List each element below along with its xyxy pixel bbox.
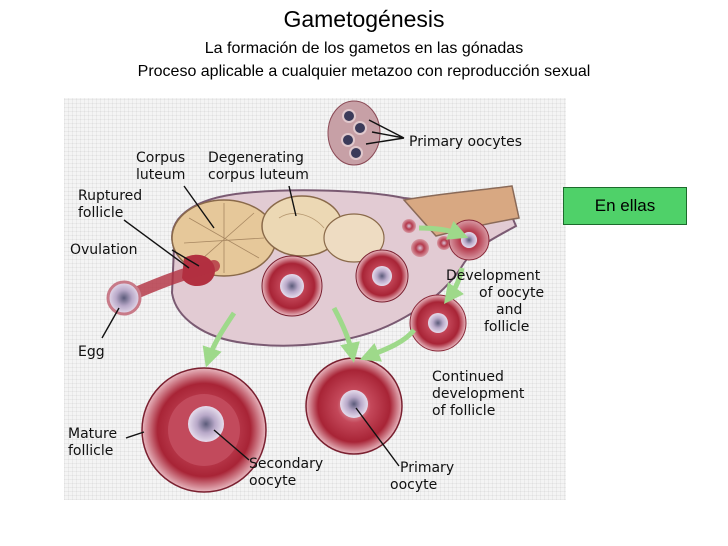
- label-primary-2: oocyte: [390, 477, 437, 493]
- label-primary-oocytes: Primary oocytes: [409, 134, 522, 150]
- arrow-to-dev-medium: [444, 267, 465, 305]
- arrow-to-continued: [359, 328, 416, 362]
- label-egg: Egg: [78, 344, 105, 360]
- label-continued-3: of follicle: [432, 403, 495, 419]
- arrow-from-ovary-left: [202, 311, 237, 368]
- pointer-egg: [101, 307, 120, 339]
- egg-cell: [106, 280, 142, 316]
- pointer-corpus-luteum: [183, 185, 215, 229]
- label-secondary-1: Secondary: [249, 456, 323, 472]
- pointer-primary: [355, 407, 400, 467]
- label-ruptured-2: follicle: [78, 205, 123, 221]
- ovary-illustration: Primary oocytes Corpus luteum Degenerati…: [68, 100, 544, 493]
- label-development-4: follicle: [484, 319, 529, 335]
- label-secondary-2: oocyte: [249, 473, 296, 489]
- label-corpus-luteum-1: Corpus: [136, 150, 185, 166]
- label-mature-1: Mature: [68, 426, 117, 442]
- arrow-from-ovary-right: [331, 306, 360, 363]
- label-development-1: Development: [446, 268, 541, 284]
- en-ellas-button[interactable]: En ellas: [563, 187, 687, 225]
- arrow-to-dev-small: [418, 221, 469, 240]
- label-development-3: and: [496, 302, 522, 318]
- label-continued-2: development: [432, 386, 525, 402]
- label-degenerating-2: corpus luteum: [208, 167, 309, 183]
- pointer-mature: [125, 431, 145, 439]
- label-ruptured-1: Ruptured: [78, 188, 142, 204]
- label-primary-1: Primary: [400, 460, 454, 476]
- label-ovulation: Ovulation: [70, 242, 137, 258]
- pointer-degenerating: [288, 185, 297, 217]
- label-degenerating-1: Degenerating: [208, 150, 304, 166]
- page-subtitle: La formación de los gametos en las gónad…: [204, 40, 524, 57]
- gametogenesis-diagram: Primary oocytes Corpus luteum Degenerati…: [64, 98, 566, 500]
- pointer-ovulation: [171, 249, 200, 267]
- pointer-ruptured: [123, 219, 190, 269]
- page-subtitle-2: Proceso aplicable a cualquier metazoo co…: [137, 63, 591, 80]
- label-mature-2: follicle: [68, 443, 113, 459]
- pointer-secondary: [213, 429, 250, 461]
- label-corpus-luteum-2: luteum: [136, 167, 185, 183]
- label-continued-1: Continued: [432, 369, 504, 385]
- pointer-primary-oocytes: [365, 119, 405, 145]
- page-title: Gametogénesis: [283, 6, 445, 32]
- label-development-2: of oocyte: [479, 285, 544, 301]
